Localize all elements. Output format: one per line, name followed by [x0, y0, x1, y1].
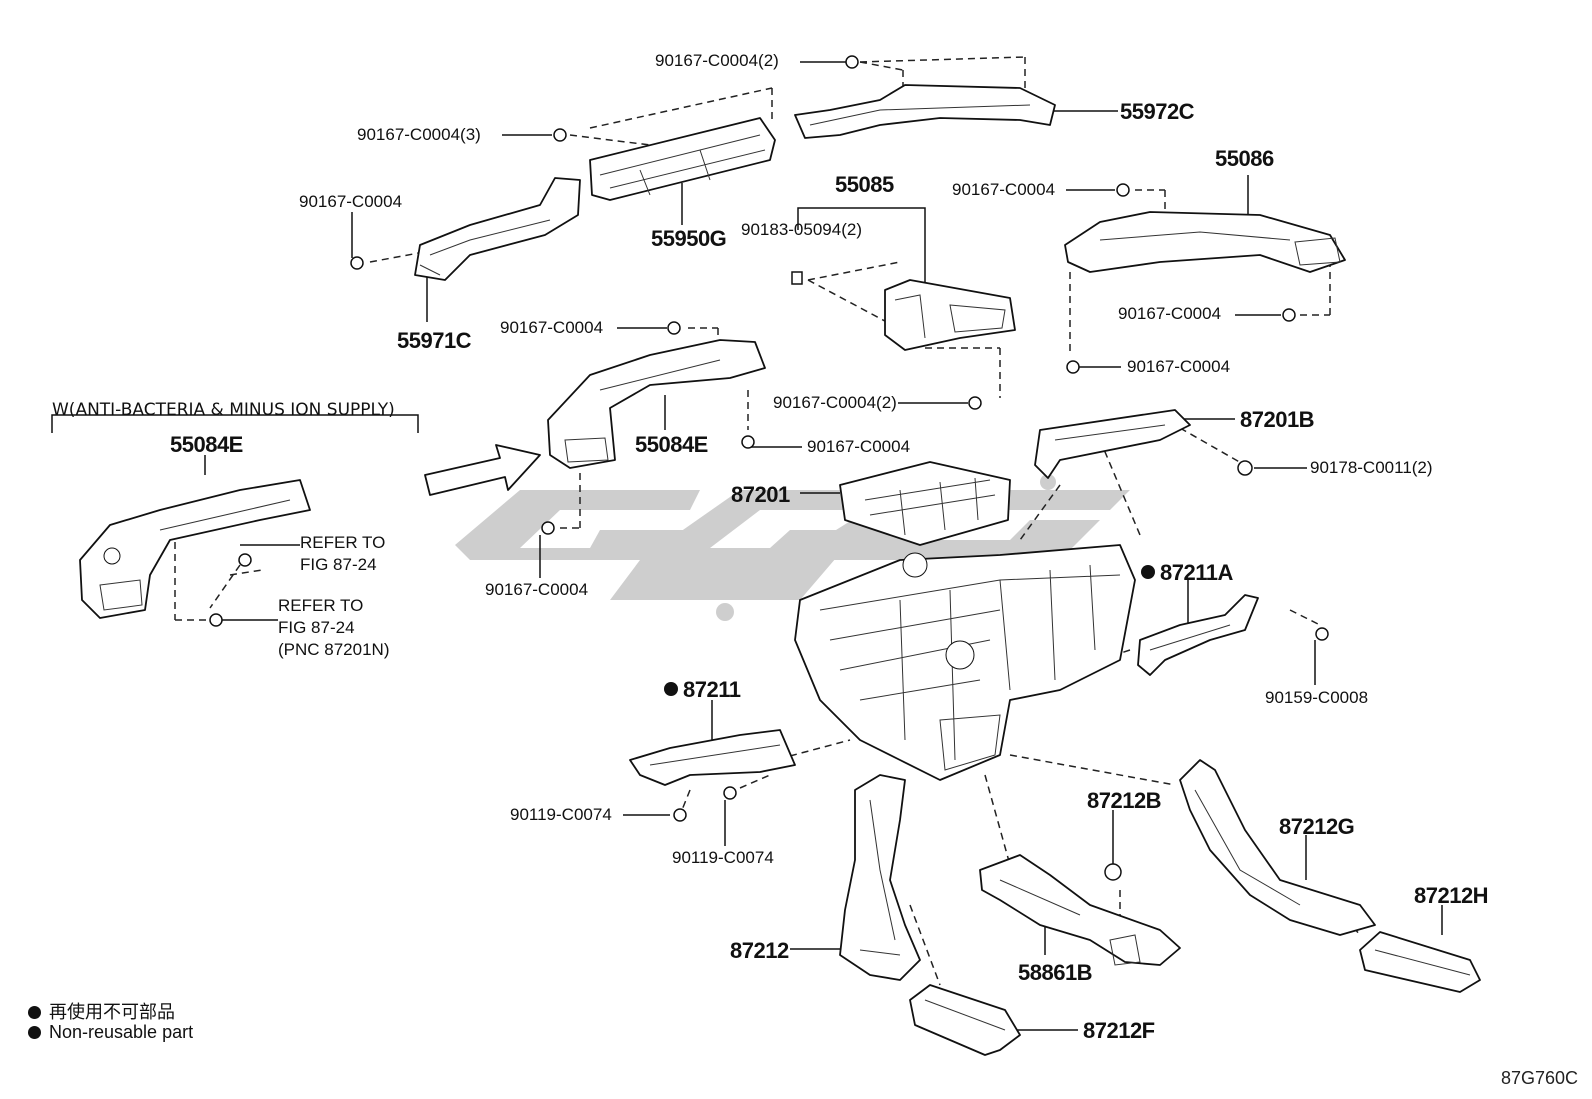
arrow: [424, 444, 541, 496]
diagram-code: 87G760C: [1500, 1068, 1578, 1088]
fastener-label-13: 90159-C0008: [1265, 688, 1369, 707]
part-label-87201B: 87201B: [1240, 407, 1315, 432]
fastener-label-15: 90119-C0074: [672, 848, 774, 867]
part-label-87212B: 87212B: [1087, 788, 1162, 813]
duct-55084E-main: [547, 339, 766, 469]
fastener-label-9: 90167-C0004(2): [773, 393, 897, 412]
fastener-label-12: 90167-C0004: [485, 580, 589, 599]
part-label-87212F: 87212F: [1083, 1018, 1155, 1043]
duct-87212F: [909, 984, 1021, 1056]
duct-87211: [629, 729, 796, 786]
ref-2-line-3: (PNC 87201N): [278, 640, 390, 659]
register-87201: [839, 461, 1011, 546]
legend-line-en: Non-reusable part: [28, 1022, 193, 1043]
fasteners-icons: [209, 55, 1329, 881]
duct-58861B: [979, 854, 1181, 966]
fastener-label-1: 90167-C0004(2): [655, 51, 779, 70]
ref-1-line-1: REFER TO: [300, 533, 386, 552]
leader-lines: [51, 61, 1443, 1031]
variant-note: W(ANTI-BACTERIA & MINUS ION SUPPLY): [52, 400, 395, 420]
part-label-87211: 87211: [683, 677, 741, 702]
duct-55086: [1064, 211, 1346, 273]
ref-1-line-2: FIG 87-24: [300, 555, 377, 574]
ref-2-line-2: FIG 87-24: [278, 618, 355, 637]
part-label-87212: 87212: [730, 938, 789, 963]
part-label-55086: 55086: [1215, 146, 1274, 171]
duct-87211A: [1137, 594, 1259, 676]
hvac-unit: [794, 544, 1136, 781]
fastener-label-6: 90167-C0004: [500, 318, 604, 337]
part-label-87211A: 87211A: [1160, 560, 1233, 585]
bullet-icon: [28, 1026, 41, 1039]
watermark-logo: [455, 474, 1130, 621]
part-label-55084E-main: 55084E: [635, 432, 708, 457]
part-label-55085: 55085: [835, 172, 894, 197]
part-label-55971C: 55971C: [397, 328, 472, 353]
fastener-label-4: 90183-05094(2): [741, 220, 862, 239]
part-label-87201: 87201: [731, 482, 790, 507]
non-reusable-markers: [664, 565, 1155, 696]
fastener-label-3: 90167-C0004: [299, 192, 403, 211]
ref-2-line-1: REFER TO: [278, 596, 364, 615]
part-label-55084E-left: 55084E: [170, 432, 243, 457]
duct-55972C: [794, 84, 1056, 139]
duct-87212G: [1179, 759, 1376, 936]
part-label-87212G: 87212G: [1279, 814, 1355, 839]
part-label-58861B: 58861B: [1018, 960, 1093, 985]
duct-55950G: [589, 117, 776, 201]
duct-55084E-left: [79, 479, 311, 619]
duct-55971C: [414, 177, 581, 281]
part-label-87212H: 87212H: [1414, 883, 1489, 908]
legend-text-jp: 再使用不可部品: [49, 1002, 175, 1022]
duct-87212: [839, 774, 921, 981]
legend-text-en: Non-reusable part: [49, 1022, 194, 1042]
duct-87212H: [1359, 931, 1481, 993]
duct-87201B: [1034, 409, 1191, 479]
fastener-label-11: 90178-C0011(2): [1310, 458, 1433, 477]
legend-line-jp: 再使用不可部品: [28, 998, 175, 1024]
part-label-55972C: 55972C: [1120, 99, 1195, 124]
bullet-icon: [28, 1006, 41, 1019]
fastener-label-7: 90167-C0004: [1118, 304, 1222, 323]
fastener-label-14: 90119-C0074: [510, 805, 612, 824]
fastener-label-8: 90167-C0004: [1127, 357, 1231, 376]
fastener-label-5: 90167-C0004: [952, 180, 1056, 199]
fastener-label-2: 90167-C0004(3): [357, 125, 481, 144]
duct-55085: [884, 279, 1016, 351]
part-label-55950G: 55950G: [651, 226, 727, 251]
fastener-label-10: 90167-C0004: [807, 437, 911, 456]
